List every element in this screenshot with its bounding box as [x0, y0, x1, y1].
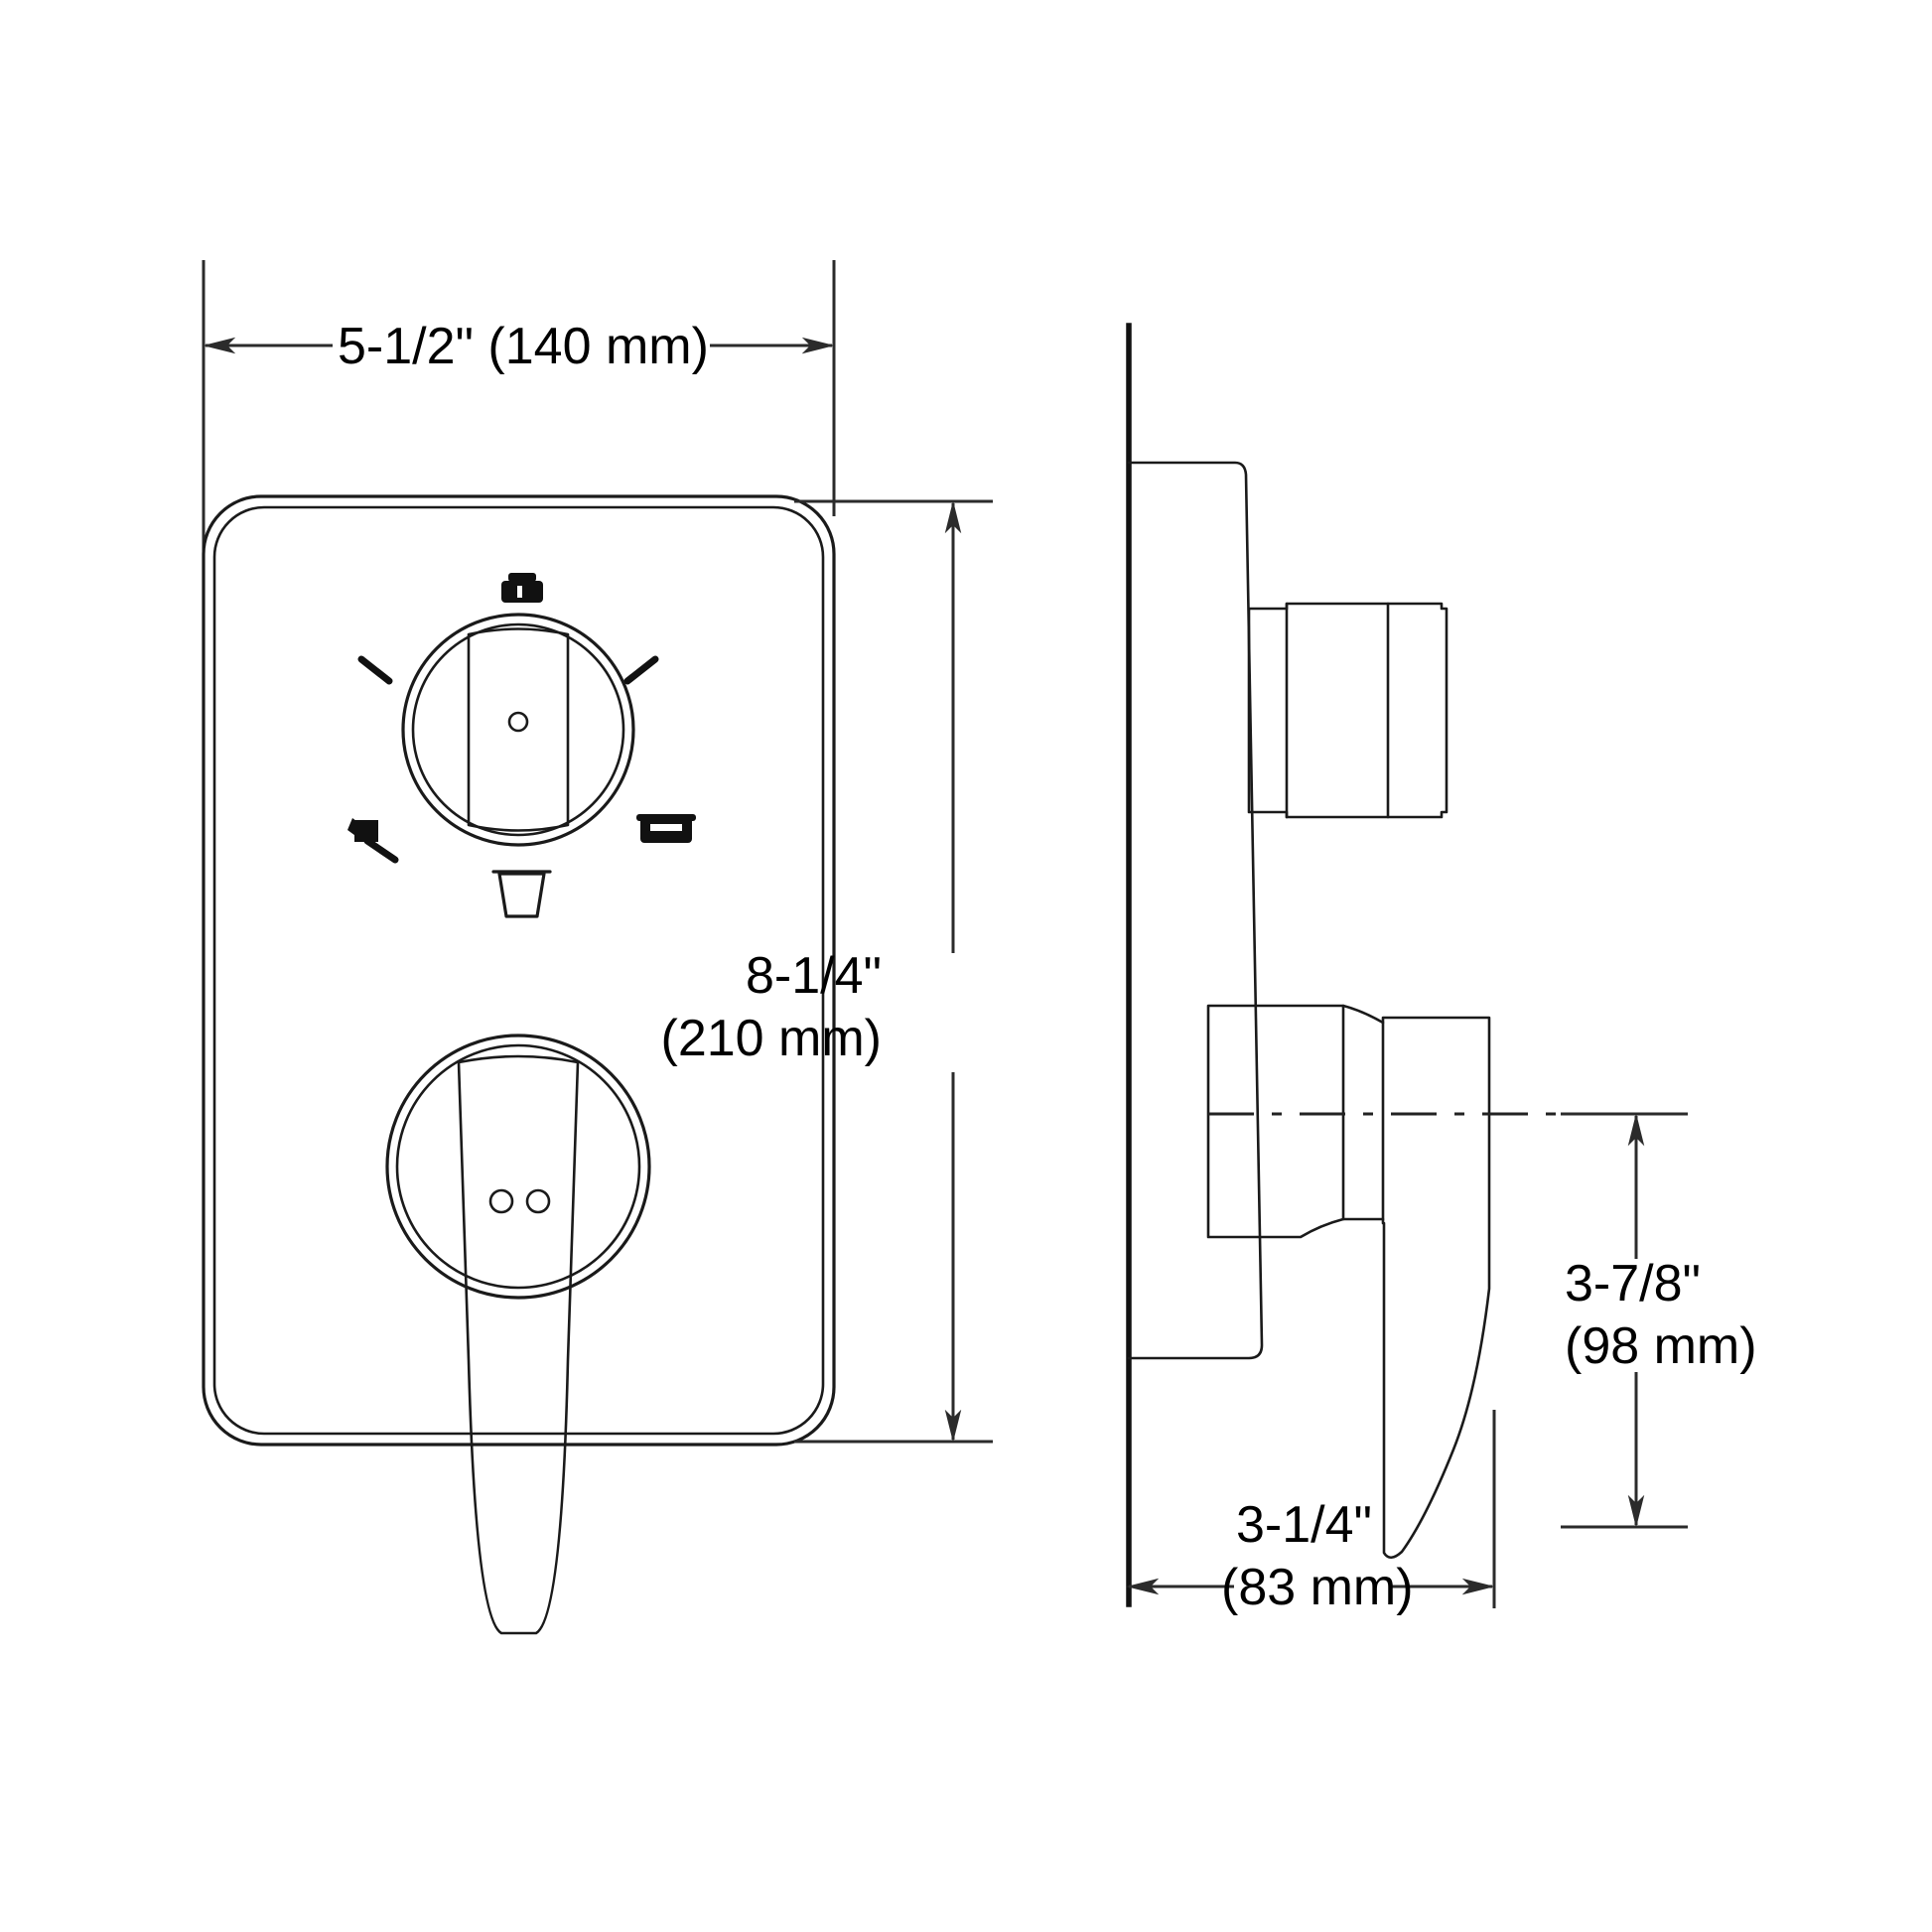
- lever-drop-label-imperial: 3-7/8": [1565, 1255, 1701, 1312]
- projection-dimension-group: 3-1/4" (83 mm): [1126, 1410, 1496, 1616]
- diverter-knob-indicator-dot: [507, 711, 529, 733]
- diverter-knob-inner-ring: [411, 622, 625, 837]
- height-dimension-label-imperial: 8-1/4": [746, 947, 882, 1005]
- handshower-icon: [347, 818, 399, 864]
- tub-spout-icon: [491, 870, 552, 918]
- shower-head-icon: [501, 573, 543, 603]
- lever-drop-dimension-group: 3-7/8" (98 mm): [1561, 1112, 1757, 1529]
- lever-indicator-dot-left: [488, 1188, 514, 1214]
- lever-handle-body: [457, 1054, 580, 1635]
- width-dimension-label: 5-1/2" (140 mm): [338, 318, 709, 375]
- lever-drop-label-metric: (98 mm): [1565, 1317, 1757, 1375]
- diverter-knob-lever-face: [467, 627, 570, 832]
- lever-handle-side-profile: [1206, 1004, 1491, 1560]
- lever-handle-inner-ring: [395, 1043, 641, 1290]
- lever-handle[interactable]: [385, 1034, 651, 1635]
- tick-mark-upper-right-icon: [623, 655, 659, 685]
- escutcheon-side-profile: [1127, 461, 1264, 1360]
- lever-indicator-dot-right: [525, 1188, 551, 1214]
- height-dimension-group: 8-1/4" (210 mm): [661, 499, 993, 1444]
- side-view: [1126, 323, 1631, 1607]
- width-dimension-group: 5-1/2" (140 mm): [202, 260, 836, 556]
- escutcheon-plate-inner: [212, 505, 825, 1436]
- projection-label-imperial: 3-1/4": [1236, 1496, 1372, 1554]
- projection-label-metric: (83 mm): [1221, 1559, 1414, 1616]
- front-view: [202, 494, 836, 1635]
- lever-handle-outer-ring: [385, 1034, 651, 1300]
- height-dimension-label-metric: (210 mm): [661, 1010, 882, 1067]
- diverter-knob-outer-ring: [401, 613, 635, 847]
- diverter-knob-side-profile: [1247, 602, 1449, 819]
- diverter-knob[interactable]: [401, 613, 635, 847]
- body-spray-icon: [636, 814, 696, 843]
- tick-mark-upper-left-icon: [357, 655, 393, 685]
- escutcheon-plate-outer: [202, 494, 836, 1447]
